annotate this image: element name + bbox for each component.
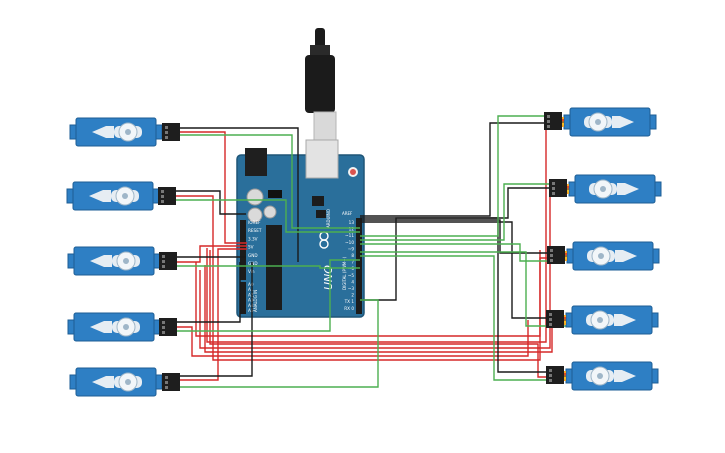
power-pin-label-2: 3.3V [248,236,258,241]
servo-left-3 [67,246,169,276]
wires [176,115,567,388]
analog-pin-label-3: A3 [248,298,254,303]
analog-label: ANALOG IN [253,290,258,312]
digital-label: DIGITAL (PWM~) [342,256,347,290]
atmega-chip [266,225,282,310]
servo-left-4 [67,312,169,342]
power-header [240,220,246,280]
digital-pin-label-2: ~11 [345,233,354,238]
digital-pin-label-6: 7 [351,260,354,265]
black-ground-wires [176,122,567,377]
model-label: UNO [322,265,335,290]
servo-right-4 [557,305,659,335]
servo-right-3 [558,241,660,271]
arduino-uno-board: ARDUINO UNO DIGITAL (PWM~) ANALOG IN ARE… [236,139,365,318]
power-jack [245,148,267,176]
usb-port [305,139,339,179]
digital-pin-label-1: 12 [349,227,355,232]
digital-pin-label-0: 13 [349,220,355,225]
digital-header [356,218,362,314]
connector-left-4 [159,318,177,336]
servo-left-2 [66,181,168,211]
digital-pin-label-3: ~10 [345,240,354,245]
digital-pin-label-11: 2 [351,293,354,298]
connector-left-5 [162,373,180,391]
power-pin-label-3: 5V [248,245,254,250]
green-signal-wires [176,115,567,388]
digital-pin-label-10: ~3 [348,286,355,291]
digital-pin-label-13: RX 0 [344,306,354,311]
digital-pin-label-12: TX 1 [344,299,355,304]
brand-label: ARDUINO [326,209,331,228]
connector-left-1 [162,123,180,141]
servo-left-5 [69,367,171,397]
connector-right-2 [549,179,567,197]
power-pin-label-5: GND [248,261,258,266]
connector-left-3 [159,252,177,270]
connector-right-1 [544,112,562,130]
analog-header [240,282,246,314]
usb-cable [305,28,337,141]
servo-right-1 [555,107,657,137]
connector-right-4 [546,310,564,328]
digital-pin-label-5: 8 [351,253,354,258]
digital-pin-label-4: ~9 [348,246,355,251]
analog-pin-label-2: A2 [248,292,254,297]
analog-pin-label-5: A5 [248,308,254,313]
digital-pin-label-8: ~5 [348,273,355,278]
analog-pin-label-4: A4 [248,303,254,308]
red-power-wires [176,117,567,381]
connector-right-3 [547,246,565,264]
analog-pin-label-1: A1 [248,287,254,292]
power-pin-label-1: RESET [248,228,262,233]
connector-left-2 [158,187,176,205]
power-pin-label-0: IOREF [248,220,261,225]
servo-right-5 [557,361,659,391]
power-pin-label-4: GND [248,253,258,258]
digital-pin-label-9: 4 [351,279,354,284]
servo-right-2 [560,174,662,204]
aref-label: AREF [342,211,353,216]
servo-left-1 [69,117,171,147]
analog-pin-label-0: A0 [248,282,254,287]
connector-right-5 [546,366,564,384]
